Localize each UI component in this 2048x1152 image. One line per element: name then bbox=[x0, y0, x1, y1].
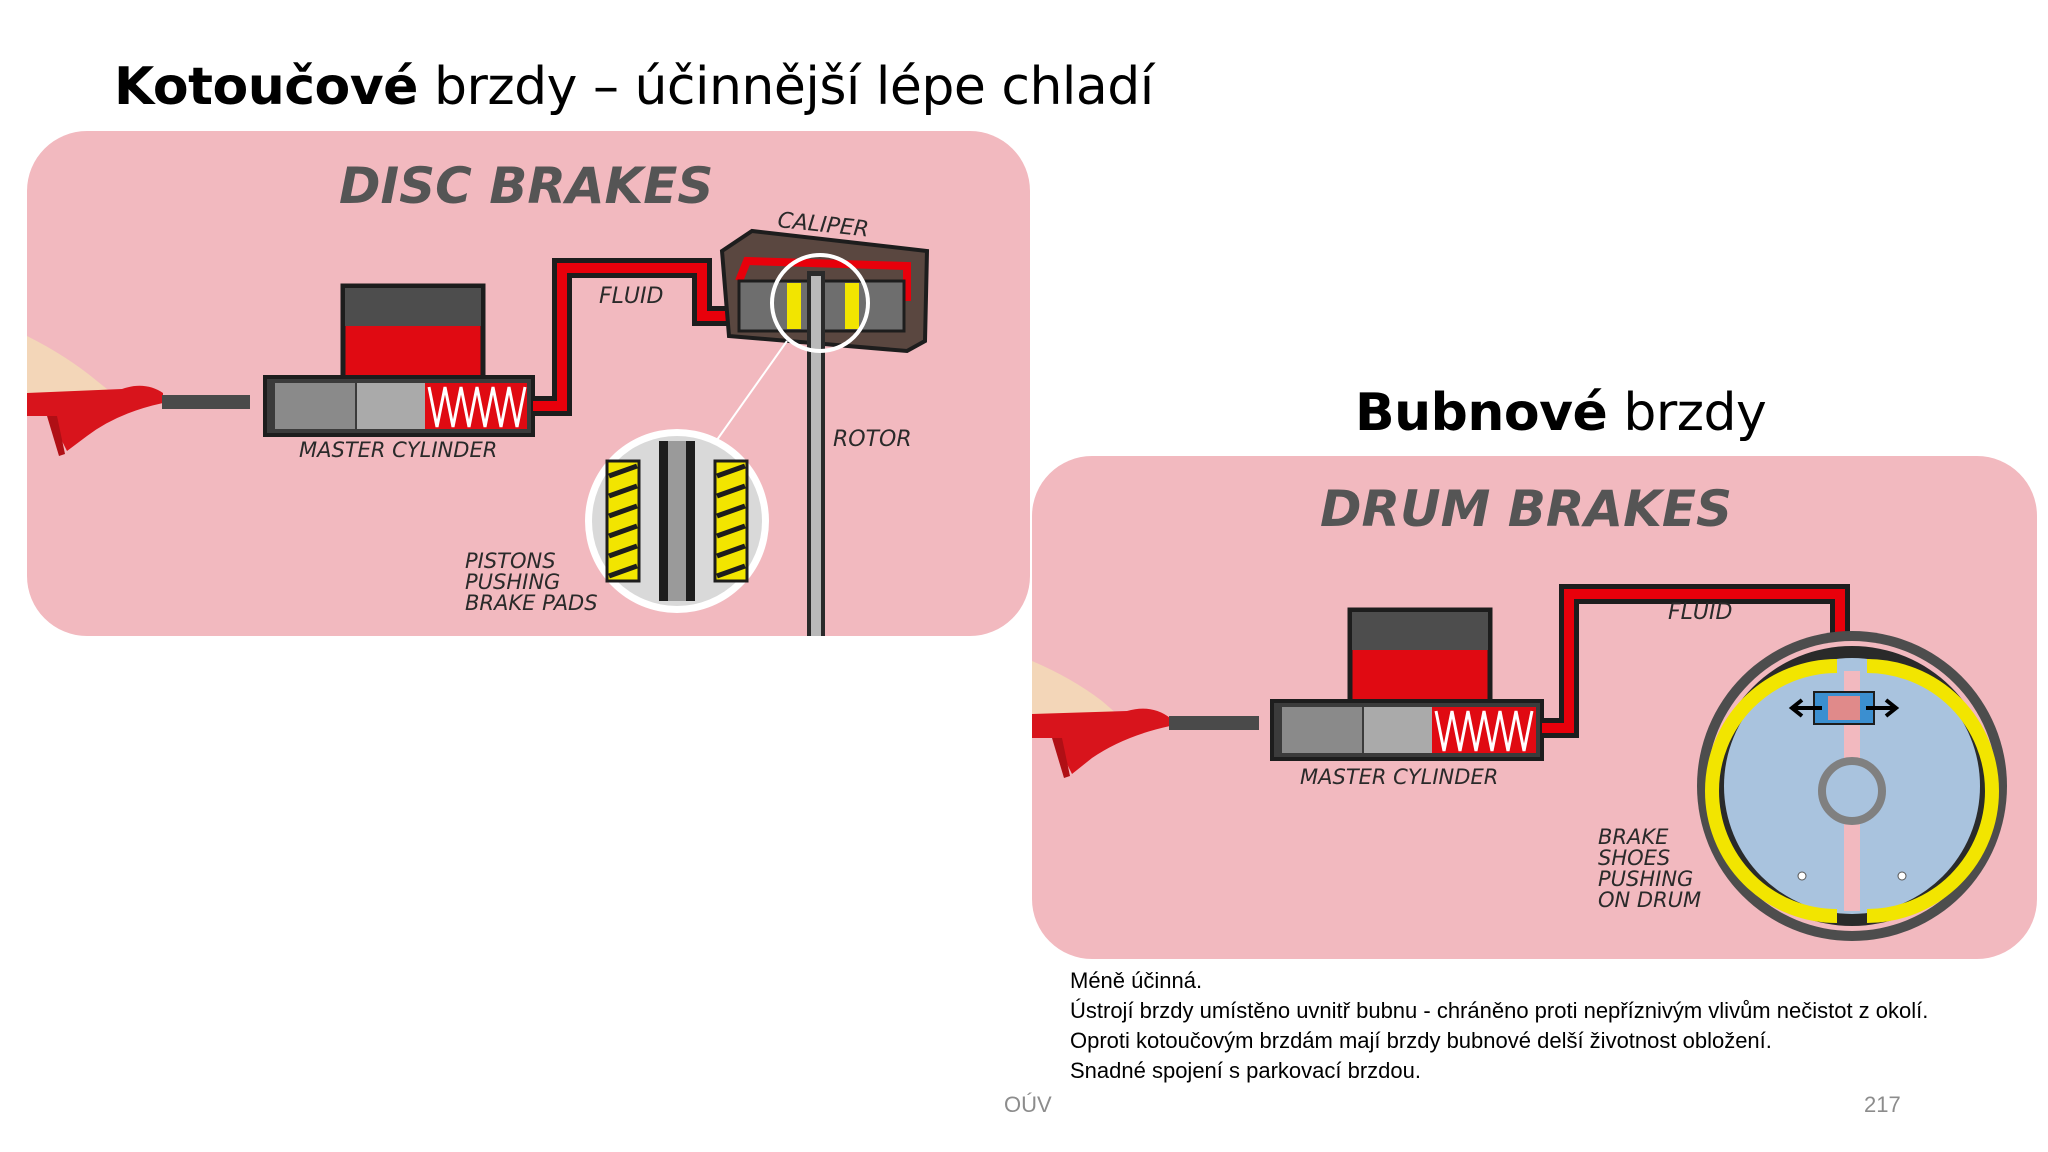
rotor-label: ROTOR bbox=[833, 427, 912, 452]
drum-brakes-title: Bubnové brzdy bbox=[1355, 381, 1767, 445]
shoes-label-2: SHOES bbox=[1598, 846, 1670, 870]
disc-title-rest: brzdy – účinnější lépe chladí bbox=[417, 57, 1154, 117]
disc-brakes-title: Kotoučové brzdy – účinnější lépe chladí bbox=[114, 55, 1154, 119]
shoes-label-1: BRAKE bbox=[1598, 825, 1669, 849]
drum-title-rest: brzdy bbox=[1607, 383, 1767, 443]
pistons-label-3: BRAKE PADS bbox=[465, 591, 598, 615]
shoes-label-4: ON DRUM bbox=[1598, 888, 1701, 912]
drum-fluid-label: FLUID bbox=[1668, 600, 1732, 625]
drum-title-bold: Bubnové bbox=[1355, 383, 1608, 443]
disc-brakes-diagram: DISC BRAKES CALIPER FLUID MASTER CYLINDE… bbox=[27, 131, 1030, 636]
note-line: Ústrojí brzdy umístěno uvnitř bubnu - ch… bbox=[1070, 998, 1929, 1023]
disc-title-bold: Kotoučové bbox=[114, 57, 418, 117]
master-cylinder-label: MASTER CYLINDER bbox=[299, 438, 497, 462]
fluid-label: FLUID bbox=[599, 284, 663, 309]
pistons-label-2: PUSHING bbox=[465, 570, 560, 594]
drum-heading-label: DRUM BRAKES bbox=[1320, 480, 1732, 538]
shoes-label-3: PUSHING bbox=[1598, 867, 1693, 891]
pistons-label-1: PISTONS bbox=[465, 549, 556, 573]
footer-organization: OÚV bbox=[1004, 1092, 1052, 1117]
note-line: Snadné spojení s parkovací brzdou. bbox=[1070, 1058, 1422, 1083]
note-line: Oproti kotoučovým brzdám mají brzdy bubn… bbox=[1070, 1028, 1772, 1053]
disc-heading-label: DISC BRAKES bbox=[339, 157, 713, 215]
note-line: Méně účinná. bbox=[1070, 968, 1203, 993]
drum-brakes-diagram: DRUM BRAKES FLUID MASTER CYLINDER BRAKE … bbox=[1032, 456, 2037, 959]
drum-brake-notes: Méně účinná. Ústrojí brzdy umístěno uvni… bbox=[1070, 966, 1928, 1086]
footer-page-number: 217 bbox=[1864, 1092, 1901, 1117]
drum-master-cylinder-label: MASTER CYLINDER bbox=[1300, 765, 1498, 789]
